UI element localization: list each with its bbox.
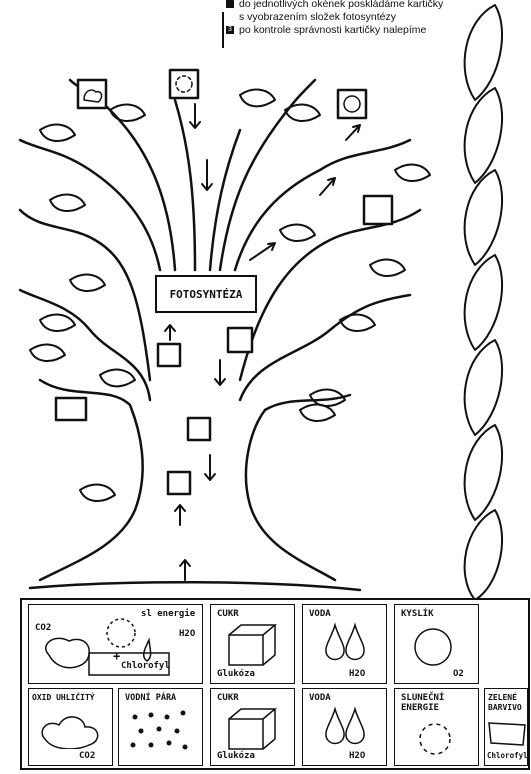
card-title: ZELENÉ BARVIVO [488,693,528,713]
cube-icon [223,705,283,755]
chlorophyll-icon [487,719,527,749]
card-water-1[interactable]: VODA H2O [302,604,387,684]
card-photosynthesis-inputs[interactable]: CO2 sl energie H2O + Chlorofyl [28,604,203,684]
card-water-vapor[interactable]: VODNÍ PÁRA [118,688,203,766]
tree-drawing [0,0,531,600]
card-water-2[interactable]: VODA H2O [302,688,387,766]
water-drops-icon [317,621,377,671]
card-title: OXID UHLIČITÝ [32,693,95,703]
card-solar-energy[interactable]: SLUNEČNÍ ENERGIE [394,688,479,766]
card-sub: CO2 [79,751,95,761]
card-title: CUKR [217,609,239,619]
water-drops-icon [317,705,377,755]
card-title: KYSLÍK [401,609,434,619]
card-sub: H2O [349,669,365,679]
card-green-pigment[interactable]: ZELENÉ BARVIVO Chlorofyl [484,688,528,766]
card-title: VODA [309,693,331,703]
cards-grid: CO2 sl energie H2O + Chlorofyl CUKR Gluk… [20,598,530,770]
card-sub: Glukóza [217,669,255,679]
card-sub: Glukóza [217,751,255,761]
sun-dashed-icon [413,719,463,759]
oxygen-circle-icon [411,625,461,675]
cube-icon [223,621,283,671]
card-carbon-dioxide[interactable]: OXID UHLIČITÝ CO2 [28,688,113,766]
card-sub: H2O [349,751,365,761]
inputs-drawing-icon [29,605,199,683]
card-sub: Chlorofyl [487,751,528,760]
card-sugar-1[interactable]: CUKR Glukóza [210,604,295,684]
card-title: VODA [309,609,331,619]
vapor-drops-icon [125,705,197,761]
card-oxygen[interactable]: KYSLÍK O2 [394,604,479,684]
card-title: CUKR [217,693,239,703]
trunk-right-outline [246,395,350,580]
cloud-icon [37,709,107,749]
card-title: VODNÍ PÁRA [125,693,176,703]
card-title: SLUNEČNÍ ENERGIE [401,693,475,713]
card-sub: O2 [453,669,464,679]
card-sugar-2[interactable]: CUKR Glukóza [210,688,295,766]
photosynthesis-label: FOTOSYNTÉZA [155,275,257,313]
